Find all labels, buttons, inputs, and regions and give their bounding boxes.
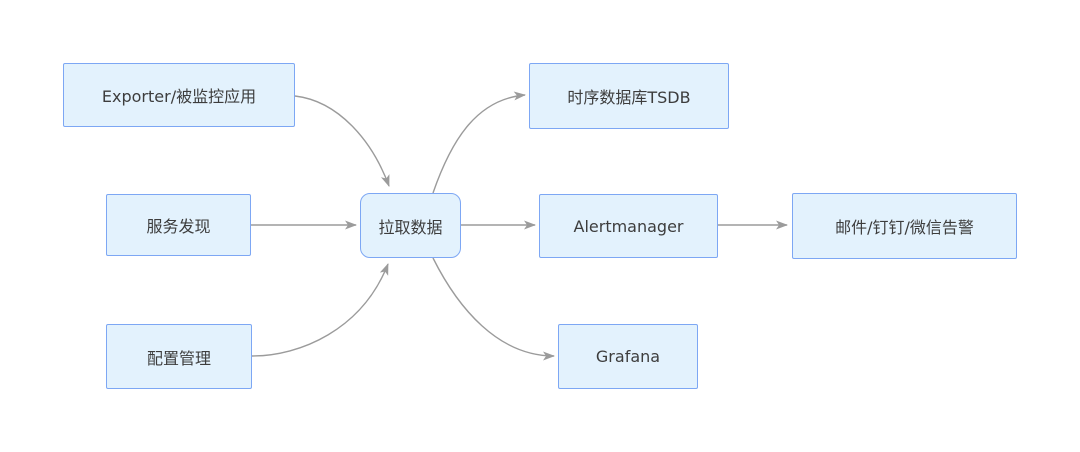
node-alertmanager-label: Alertmanager [573, 216, 684, 236]
node-alertmanager: Alertmanager [539, 194, 718, 258]
node-grafana-label: Grafana [595, 347, 661, 366]
node-pull-data: 拉取数据 [360, 193, 461, 258]
edge-config-management-to-pull-data [251, 263, 389, 357]
edge-exporter-to-pull-data [294, 95, 390, 187]
node-config-management-label: 配置管理 [146, 348, 211, 368]
node-config-management: 配置管理 [106, 324, 252, 389]
node-pull-data-label: 拉取数据 [378, 217, 443, 237]
node-tsdb: 时序数据库TSDB [529, 63, 729, 129]
node-service-discovery-label: 服务发现 [146, 217, 211, 236]
node-exporter: Exporter/被监控应用 [63, 63, 295, 127]
node-service-discovery: 服务发现 [106, 194, 251, 256]
node-exporter-label: Exporter/被监控应用 [101, 87, 257, 106]
node-grafana: Grafana [558, 324, 698, 389]
node-alert-notify: 邮件/钉钉/微信告警 [792, 193, 1017, 259]
edge-pull-data-to-grafana [432, 257, 555, 361]
edge-pull-data-to-tsdb [432, 91, 526, 194]
node-tsdb-label: 时序数据库TSDB [567, 88, 691, 107]
node-alert-notify-label: 邮件/钉钉/微信告警 [835, 218, 974, 237]
